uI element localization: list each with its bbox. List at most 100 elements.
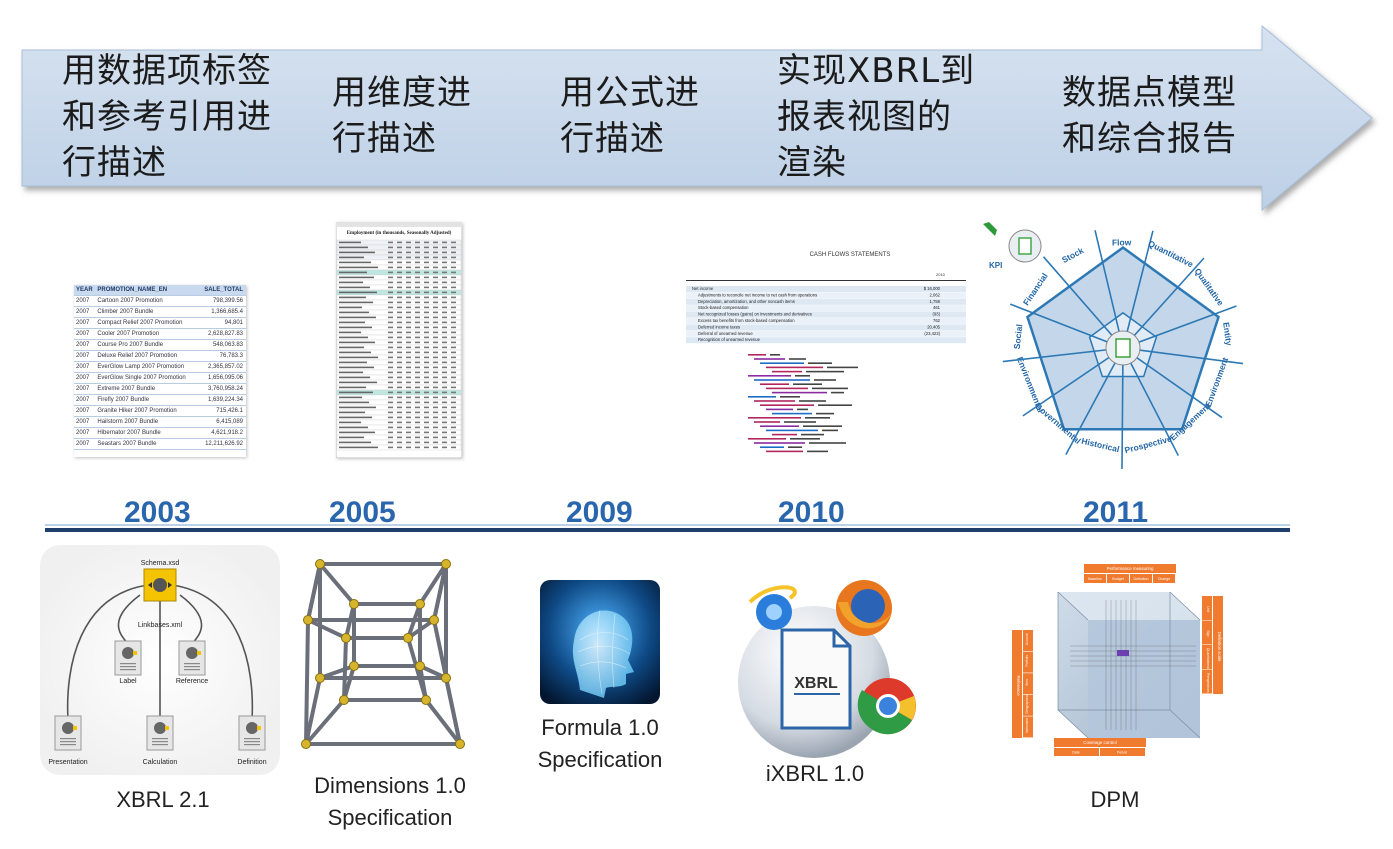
cash-flow-value: (93) xyxy=(933,312,941,317)
cash-flow-value: (23,423) xyxy=(924,331,940,336)
dpm-right-cell: Unit xyxy=(1206,606,1210,612)
timeline-line xyxy=(45,528,1290,532)
spec-dpm: DPM xyxy=(1090,787,1140,812)
table-cell: 2,365,857.02 xyxy=(207,364,243,370)
year-2003: 2003 xyxy=(124,496,191,529)
cash-flow-line: Depreciation, amortization, and other no… xyxy=(698,299,795,304)
dpm-right-cell: Perspectives xyxy=(1206,673,1210,693)
table-cell: 4,621,918.2 xyxy=(211,430,243,436)
ixbrl-icon: XBRL xyxy=(738,580,916,758)
spec-formula: Formula 1.0 Specification xyxy=(537,715,663,772)
table-cell: Granite Hiker 2007 Promotion xyxy=(97,408,177,414)
radar-chart: QuantitativeQualitativeEntityEnvironment… xyxy=(983,222,1244,469)
linkbase-label: Definition xyxy=(237,759,266,766)
table-cell: 2007 xyxy=(76,419,90,425)
cash-flow-value: 1,759 xyxy=(930,299,941,304)
radar-axis-label: Stock xyxy=(1060,245,1085,265)
table-cell: 2007 xyxy=(76,353,90,359)
radar-axis-label: Prospective xyxy=(1124,433,1173,455)
table-cell: 1,366,685.4 xyxy=(211,309,243,315)
header-promotion: PROMOTION_NAME_EN xyxy=(97,287,168,293)
radar-axis-label: Historical xyxy=(1080,436,1120,455)
dpm-right-cell: Quantitativeal xyxy=(1206,648,1210,669)
year-2011: 2011 xyxy=(1083,496,1149,529)
spec-xbrl-2-1: XBRL 2.1 xyxy=(116,787,210,812)
cash-flow-line: Deferred income taxes xyxy=(698,324,740,329)
xbrl-document-icon: XBRL xyxy=(780,628,852,730)
schema-label: Schema.xsd xyxy=(141,560,180,567)
table-cell: 2007 xyxy=(76,408,90,414)
dpm-left-cell: Portfolio xyxy=(1025,655,1029,667)
header-year: YEAR xyxy=(76,287,93,293)
dpm-bottom-panel xyxy=(1054,738,1146,747)
linkbase-label: Presentation xyxy=(48,759,87,766)
table-cell: 2007 xyxy=(76,397,90,403)
spreadsheet-grid xyxy=(336,239,462,451)
dpm-top-cell: Budget xyxy=(1112,577,1123,581)
table-cell: Compact Relief 2007 Promotion xyxy=(97,320,183,326)
table-cell: Climber 2007 Bundle xyxy=(97,309,154,315)
radar-axis-label: Social xyxy=(1012,324,1025,350)
stage-label-3: 用公式进 行描述 xyxy=(560,73,700,159)
kpi-arrow-icon xyxy=(983,222,997,236)
integrated-reporting-radar: QuantitativeQualitativeEntityEnvironment… xyxy=(975,206,1245,476)
stage-label-5: 数据点模型 和综合报告 xyxy=(1062,73,1237,159)
cash-flow-line: Excess tax benefits from stock-based com… xyxy=(698,318,795,323)
table-cell: 2007 xyxy=(76,375,90,381)
radar-axis-label: Quantitative xyxy=(1147,238,1196,269)
table-cell: 6,415,089 xyxy=(216,419,243,425)
timeline-arrow-banner xyxy=(21,24,1373,212)
dpm-top-cell: Definition xyxy=(1134,577,1149,581)
table-cell: Cooler 2007 Promotion xyxy=(97,331,160,337)
radar-axis-label: Financial xyxy=(1021,271,1050,307)
stage-label-1: 用数据项标签 和参考引用进 行描述 xyxy=(62,51,272,183)
dpm-top-cell: Change xyxy=(1158,577,1171,581)
year-2010: 2010 xyxy=(778,496,845,529)
dpm-right-label: Definition scale xyxy=(1217,632,1222,662)
dpm-left-label: Reference xyxy=(1016,675,1021,696)
table-cell: 1,656,095.06 xyxy=(207,375,243,381)
cash-flow-value: 461 xyxy=(933,305,941,310)
dpm-left-panel xyxy=(1012,630,1022,738)
cash-flow-value: 2,062 xyxy=(930,292,941,297)
table-row: 2007 Granite Hiker 2007 Promotion 715,426.… xyxy=(74,406,246,417)
table-cell: 2007 xyxy=(76,320,90,326)
cash-flow-title: CASH FLOWS STATEMENTS xyxy=(810,252,891,258)
table-cell: Seastars 2007 Bundle xyxy=(97,441,157,447)
radar-axis-label: Environmental xyxy=(1015,355,1046,414)
cash-flow-year: 2010 xyxy=(936,272,946,277)
linkbase-label: Reference xyxy=(176,678,208,685)
table-cell: 94,801 xyxy=(224,320,243,326)
year-2009: 2009 xyxy=(566,496,633,529)
dpm-left-cell: Item xyxy=(1025,679,1029,686)
radar-axis-label: Flow xyxy=(1112,237,1132,247)
table-cell: 2007 xyxy=(76,430,90,436)
table-cell: 2007 xyxy=(76,342,90,348)
dpm-top-panel xyxy=(1084,564,1176,573)
dpm-left-cell: Instrument xyxy=(1025,718,1029,733)
year-2005: 2005 xyxy=(329,496,396,529)
cash-flow-line: Stock-based compensation xyxy=(698,305,749,310)
formula-head-icon xyxy=(540,580,660,704)
cash-flow-line: Recognition of unearned revenue xyxy=(698,337,761,342)
table-cell: Deluxe Relief 2007 Promotion xyxy=(97,353,178,359)
table-row: 2007 Hibernator 2007 Bundle 4,621,918.2 xyxy=(74,428,246,439)
table-cell: Hibernator 2007 Bundle xyxy=(97,430,161,436)
table-header: YEAR PROMOTION_NAME_EN SALE_TOTAL xyxy=(74,285,246,296)
table-cell: 715,426.1 xyxy=(216,408,243,414)
radar-axis-label: Environment xyxy=(1203,356,1230,408)
table-cell: 548,063.83 xyxy=(212,342,243,348)
cash-flow-line: Deferral of unearned revenue xyxy=(698,331,753,336)
